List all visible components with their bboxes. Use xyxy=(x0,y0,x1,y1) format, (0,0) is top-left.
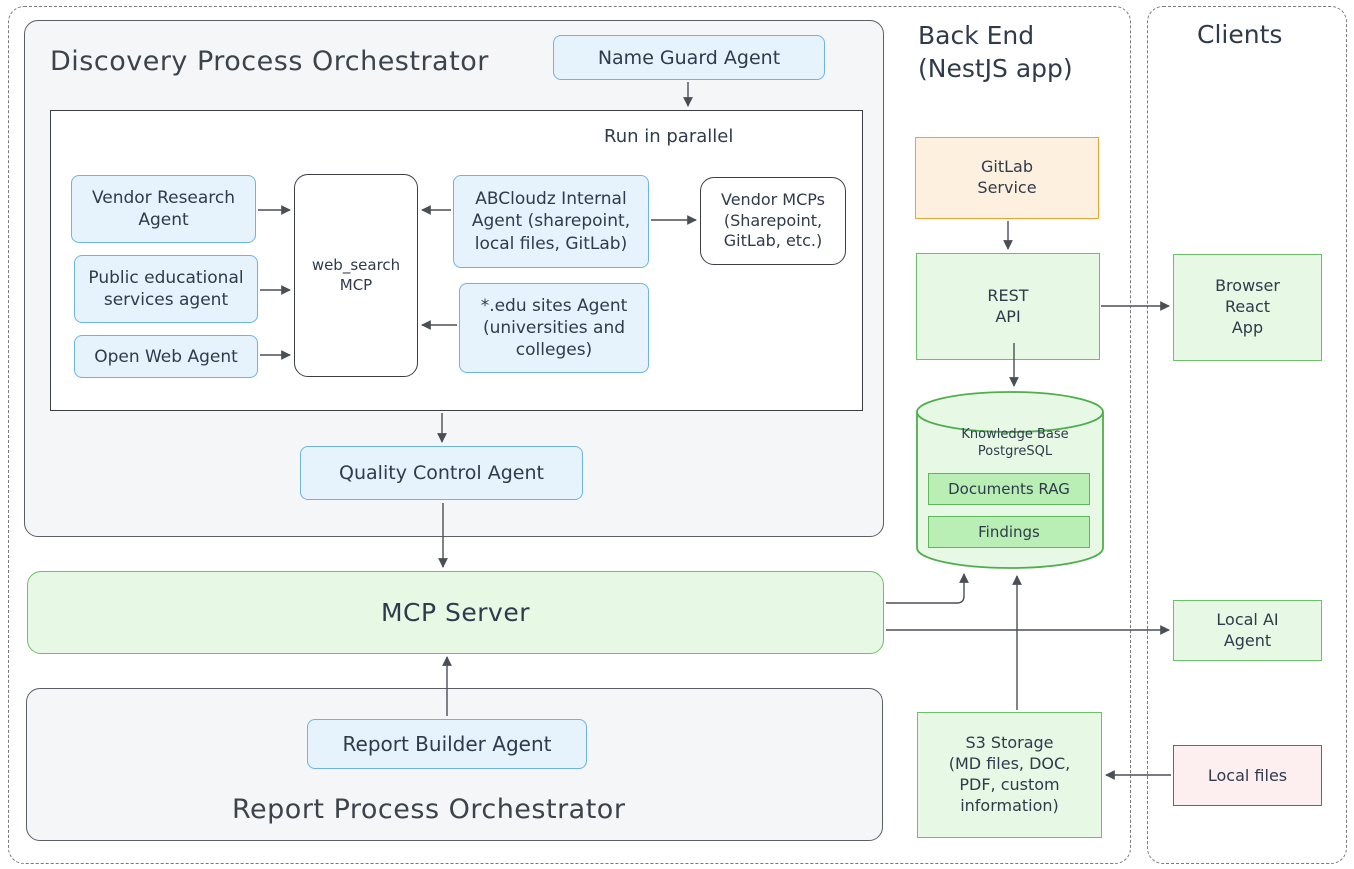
knowledge-base-title: Knowledge Base PostgreSQL xyxy=(961,427,1069,459)
open-web-agent[interactable]: Open Web Agent xyxy=(74,335,258,378)
browser-react-app[interactable]: Browser React App xyxy=(1173,254,1322,361)
left-zone xyxy=(8,6,1131,864)
rest-api[interactable]: REST API xyxy=(916,253,1100,360)
abcloudz-internal-agent[interactable]: ABCloudz Internal Agent (sharepoint, loc… xyxy=(453,175,649,268)
backend-title: Back End (NestJS app) xyxy=(918,21,1073,83)
web-search-mcp[interactable]: web_search MCP xyxy=(294,174,418,377)
edu-sites-agent[interactable]: *.edu sites Agent (universities and coll… xyxy=(459,283,649,373)
s3-storage[interactable]: S3 Storage (MD files, DOC, PDF, custom i… xyxy=(917,712,1102,838)
report-builder-agent[interactable]: Report Builder Agent xyxy=(307,719,587,769)
local-files[interactable]: Local files xyxy=(1173,745,1322,806)
report-title: Report Process Orchestrator xyxy=(232,794,626,825)
parallel-label: Run in parallel xyxy=(604,126,734,147)
clients-title: Clients xyxy=(1197,20,1283,49)
mcp-server[interactable]: MCP Server xyxy=(27,571,884,654)
findings[interactable]: Findings xyxy=(928,516,1090,548)
gitlab-service[interactable]: GitLab Service xyxy=(915,137,1099,219)
name-guard-agent[interactable]: Name Guard Agent xyxy=(553,35,825,80)
public-educational-agent[interactable]: Public educational services agent xyxy=(74,255,258,323)
quality-control-agent[interactable]: Quality Control Agent xyxy=(300,446,583,500)
vendor-research-agent[interactable]: Vendor Research Agent xyxy=(71,175,256,243)
local-ai-agent[interactable]: Local AI Agent xyxy=(1173,600,1322,661)
vendor-mcps[interactable]: Vendor MCPs (Sharepoint, GitLab, etc.) xyxy=(700,177,846,265)
documents-rag[interactable]: Documents RAG xyxy=(928,473,1090,505)
clients-zone xyxy=(1147,6,1347,864)
discovery-title: Discovery Process Orchestrator xyxy=(50,46,489,77)
